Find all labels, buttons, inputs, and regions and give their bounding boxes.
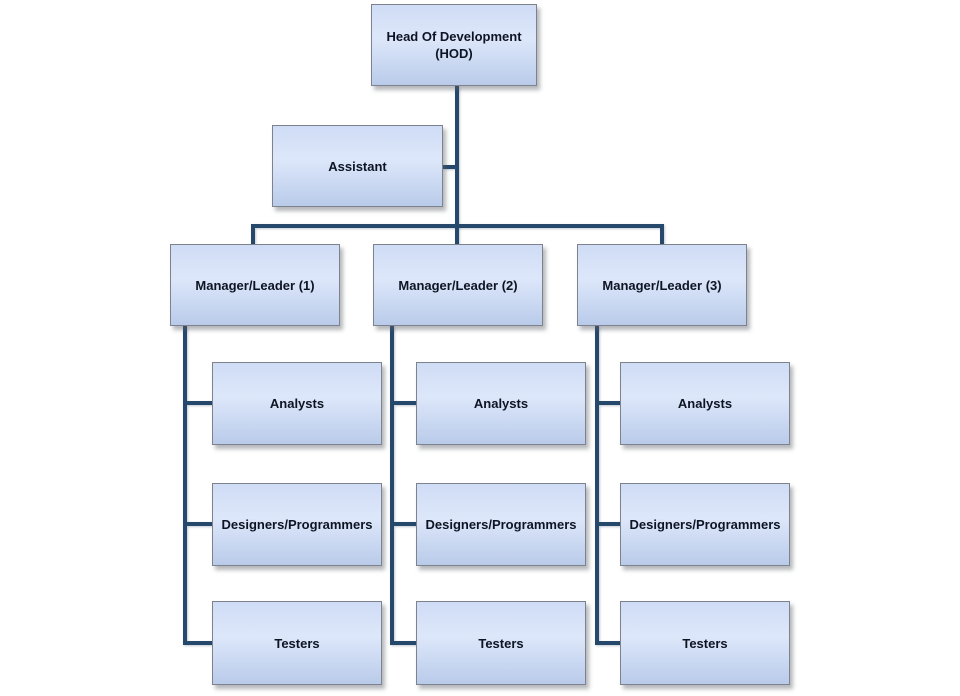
node-testers-2: Testers <box>416 601 586 685</box>
node-label: Analysts <box>269 396 325 411</box>
connector-stub-testers-2 <box>394 641 416 645</box>
node-head-of-development: Head Of Development (HOD) <box>371 4 537 86</box>
node-analysts-3: Analysts <box>620 362 790 445</box>
node-designers-programmers-2: Designers/Programmers <box>416 483 586 566</box>
node-assistant: Assistant <box>272 125 443 207</box>
node-label: Testers <box>274 635 320 651</box>
node-label: Assistant <box>328 158 387 174</box>
node-label: Analysts <box>473 396 529 411</box>
connector-drop-manager-2 <box>455 228 459 244</box>
connector-horizontal-bus <box>251 224 664 228</box>
node-label: Designers/Programmers <box>629 517 781 532</box>
node-label: Manager/Leader (3) <box>602 277 722 293</box>
node-label: Designers/Programmers <box>425 517 577 532</box>
connector-stub-designers-2 <box>394 522 416 526</box>
connector-stub-analysts-3 <box>599 401 620 405</box>
node-manager-leader-1: Manager/Leader (1) <box>170 244 340 326</box>
connector-column-3-vertical <box>595 326 599 645</box>
connector-assistant-stub <box>443 165 455 169</box>
connector-stub-testers-3 <box>599 641 620 645</box>
node-designers-programmers-1: Designers/Programmers <box>212 483 382 566</box>
connector-stub-designers-3 <box>599 522 620 526</box>
node-testers-3: Testers <box>620 601 790 685</box>
node-testers-1: Testers <box>212 601 382 685</box>
connector-column-2-vertical <box>390 326 394 645</box>
node-label: Head Of Development (HOD) <box>386 29 522 61</box>
node-label: Manager/Leader (2) <box>398 277 518 293</box>
node-label: Manager/Leader (1) <box>195 277 315 293</box>
node-label: Designers/Programmers <box>221 517 373 532</box>
connector-stub-testers-1 <box>187 641 212 645</box>
connector-stub-designers-1 <box>187 522 212 526</box>
node-analysts-2: Analysts <box>416 362 586 445</box>
connector-drop-manager-1 <box>251 228 255 244</box>
node-manager-leader-2: Manager/Leader (2) <box>373 244 543 326</box>
node-label: Testers <box>478 635 524 651</box>
connector-drop-manager-3 <box>660 228 664 244</box>
node-manager-leader-3: Manager/Leader (3) <box>577 244 747 326</box>
connector-stub-analysts-2 <box>394 401 416 405</box>
node-designers-programmers-3: Designers/Programmers <box>620 483 790 566</box>
connector-hod-vertical <box>455 86 459 228</box>
node-label: Analysts <box>677 396 733 411</box>
connector-stub-analysts-1 <box>187 401 212 405</box>
node-analysts-1: Analysts <box>212 362 382 445</box>
connector-column-1-vertical <box>183 326 187 645</box>
node-label: Testers <box>682 635 728 651</box>
